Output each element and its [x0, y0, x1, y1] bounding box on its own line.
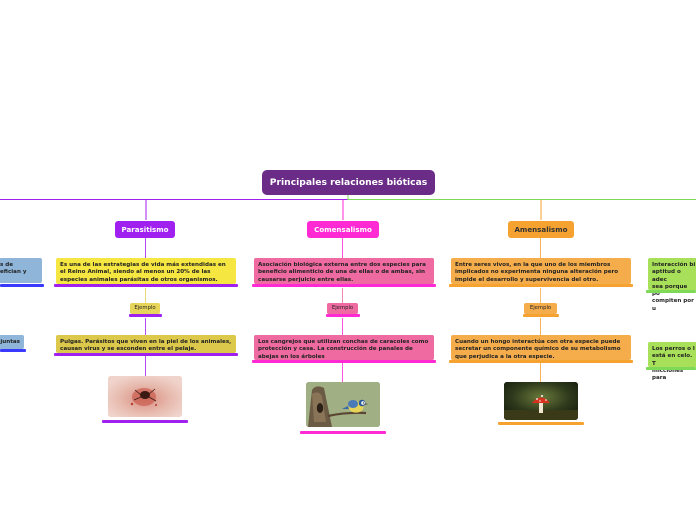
comensalismo-example-label-text: Ejemplo [331, 305, 354, 312]
amensalismo-description-text: Entre seres vivos, en la que uno de los … [455, 262, 619, 283]
right-branch-example-line-2: está en celo. T [652, 353, 693, 367]
parasitismo-example-text: Pulgas. Parásitos que viven en la piel d… [60, 339, 232, 353]
right-branch-example-line-1: Los perros o l [652, 346, 695, 352]
right-branch-example-underline [646, 367, 696, 370]
topic-comensalismo-title: Comensalismo [314, 224, 372, 234]
root-topic-title: Principales relaciones bióticas [269, 176, 428, 188]
right-branch-description-underline [646, 290, 696, 293]
parasitismo-example-label[interactable]: Ejemplo [130, 303, 160, 314]
mushroom-in-forest-photo[interactable] [504, 382, 578, 420]
left-branch-description-line-1: s de [0, 262, 14, 268]
parasitismo-example[interactable]: Pulgas. Parásitos que viven en la piel d… [56, 335, 236, 353]
parasitismo-description-text: Es una de las estrategias de vida más ex… [60, 262, 226, 283]
amensalismo-example-label[interactable]: Ejemplo [524, 303, 557, 314]
left-branch-example-text: juntas [0, 338, 20, 345]
topic-amensalismo-title: Amensalismo [514, 224, 568, 234]
parasitismo-description-underline [54, 284, 238, 287]
comensalismo-description[interactable]: Asociación biológica externa entre dos e… [254, 258, 434, 284]
right-branch-description[interactable]: Interacción bi aptitud o adec sea porque… [648, 258, 696, 312]
mushroom-photo-drawing [504, 382, 578, 420]
parasitismo-example-label-text: Ejemplo [134, 305, 156, 312]
topic-comensalismo[interactable]: Comensalismo [307, 221, 379, 238]
amensalismo-example-label-text: Ejemplo [529, 305, 552, 312]
comensalismo-example-label[interactable]: Ejemplo [327, 303, 358, 314]
topic-amensalismo[interactable]: Amensalismo [508, 221, 574, 238]
comensalismo-photo-underline [300, 431, 386, 434]
comensalismo-example-text: Los cangrejos que utilizan conchas de ca… [258, 339, 429, 360]
left-branch-description-underline [0, 284, 44, 287]
left-branch-example-underline [0, 349, 26, 352]
comensalismo-description-text: Asociación biológica externa entre dos e… [258, 262, 426, 283]
parasitismo-example-text-underline [54, 353, 238, 356]
left-branch-description-line-2: efician y [0, 269, 27, 276]
amensalismo-description[interactable]: Entre seres vivos, en la que uno de los … [451, 258, 631, 284]
amensalismo-description-underline [449, 284, 633, 287]
amensalismo-example-text-underline [449, 360, 633, 363]
right-branch-description-line-4: compiten por u [652, 298, 694, 312]
amensalismo-example-text: Cuando un hongo interactúa con otra espe… [455, 339, 621, 360]
bird-on-branch-photo[interactable] [306, 382, 380, 427]
amensalismo-photo-underline [498, 422, 584, 425]
flea-photo-drawing [108, 376, 182, 417]
topic-parasitismo[interactable]: Parasitismo [115, 221, 175, 238]
comensalismo-example-underline [326, 314, 360, 317]
left-branch-example[interactable]: juntas [0, 335, 24, 349]
parasitismo-description[interactable]: Es una de las estrategias de vida más ex… [56, 258, 236, 284]
bird-photo-drawing [306, 382, 380, 427]
comensalismo-example-text-underline [252, 360, 436, 363]
right-branch-example[interactable]: Los perros o l está en celo. T micciones… [648, 342, 696, 381]
left-branch-description[interactable]: s de efician y [0, 258, 42, 283]
amensalismo-example[interactable]: Cuando un hongo interactúa con otra espe… [451, 335, 631, 360]
comensalismo-description-underline [252, 284, 436, 287]
parasitismo-photo-underline [102, 420, 188, 423]
flea-on-skin-photo[interactable] [108, 376, 182, 417]
right-branch-description-line-2: aptitud o adec [652, 269, 681, 283]
topic-parasitismo-title: Parasitismo [121, 224, 169, 234]
right-branch-description-line-3: sea porque po [652, 283, 688, 298]
parasitismo-example-underline [129, 314, 162, 317]
amensalismo-example-underline [523, 314, 559, 317]
comensalismo-example[interactable]: Los cangrejos que utilizan conchas de ca… [254, 335, 434, 360]
root-topic[interactable]: Principales relaciones bióticas [262, 170, 435, 195]
right-branch-example-line-3: micciones para [652, 367, 684, 382]
right-branch-description-line-1: Interacción bi [652, 262, 696, 268]
